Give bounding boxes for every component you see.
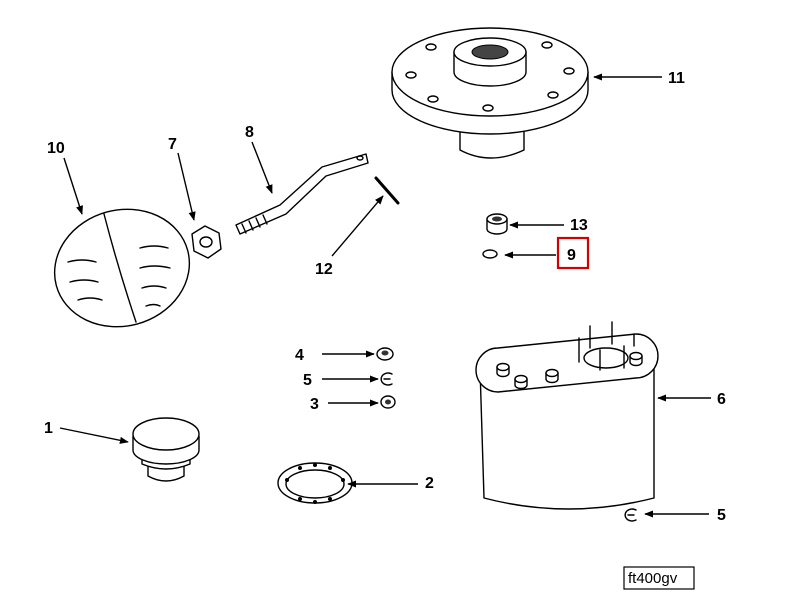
callout-6: 6 (717, 391, 726, 408)
part-7-nut (191, 225, 222, 259)
part-1-cap (132, 417, 200, 482)
highlight-box (556, 236, 590, 270)
callout-1: 1 (44, 420, 53, 437)
callout-13: 13 (570, 217, 588, 234)
part-13-grommet (486, 213, 508, 235)
part-8-rod (235, 153, 369, 235)
callout-12: 12 (315, 261, 333, 278)
callout-2: 2 (425, 475, 434, 492)
part-2-gasket (277, 462, 353, 504)
part-9-washer (482, 249, 498, 259)
part-11-flange (391, 27, 589, 159)
part-10-float (53, 208, 191, 328)
callout-8: 8 (245, 124, 254, 141)
part-4-nut (376, 347, 394, 361)
part-5-clip-lower (624, 508, 637, 522)
callout-labels: 11 10 7 8 12 13 9 4 5 3 6 5 2 1 (44, 70, 726, 524)
part-3-nut (380, 395, 396, 409)
callout-7: 7 (168, 136, 177, 153)
callout-4: 4 (295, 347, 304, 364)
part-5-clip (380, 372, 393, 386)
part-12-pin (374, 176, 400, 205)
callout-5-lower: 5 (717, 507, 726, 524)
part-6-housing (475, 321, 659, 510)
callout-3: 3 (310, 396, 319, 413)
callout-11: 11 (668, 70, 685, 87)
leader-lines (59, 73, 711, 518)
figure-tag: ft400gv (623, 566, 695, 590)
callout-5-upper: 5 (303, 372, 312, 389)
callout-9: 9 (567, 247, 576, 264)
callout-10: 10 (47, 140, 65, 157)
figure-tag-label: ft400gv (628, 570, 678, 587)
